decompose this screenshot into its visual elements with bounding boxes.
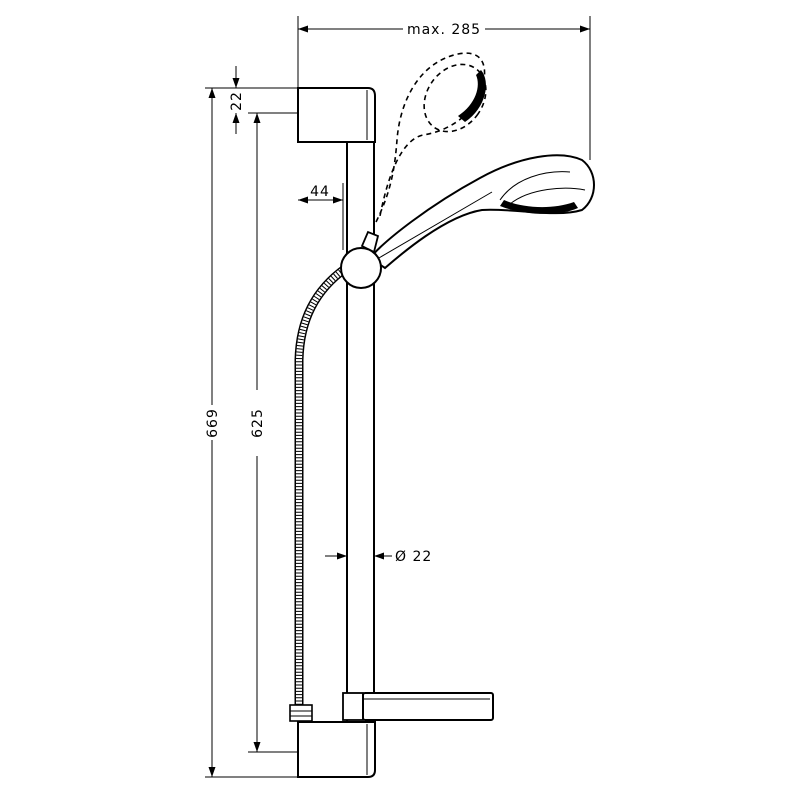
dim-center-distance [248, 112, 298, 753]
dim-bar-offset [298, 183, 344, 250]
shower-rail-bar [346, 141, 375, 731]
dim-total-height [205, 87, 298, 778]
hose-connector-nut [289, 704, 313, 722]
dim-top-bracket-label: 22 [229, 91, 245, 111]
top-wall-bracket [297, 87, 376, 143]
shower-hose [294, 263, 351, 715]
dim-bar-offset-label: 44 [310, 184, 330, 200]
bottom-wall-bracket [297, 721, 376, 778]
hand-shower-head [368, 154, 595, 270]
dim-total-height-label: 669 [205, 408, 221, 438]
soap-dish [342, 692, 494, 721]
slider-holder [340, 230, 382, 289]
hand-shower-alt-position [375, 52, 487, 223]
dim-bar-diameter-label: Ø 22 [395, 549, 432, 565]
dim-max-reach-label: max. 285 [407, 22, 481, 38]
dim-max-reach [297, 16, 591, 160]
dim-center-distance-label: 625 [250, 408, 266, 438]
